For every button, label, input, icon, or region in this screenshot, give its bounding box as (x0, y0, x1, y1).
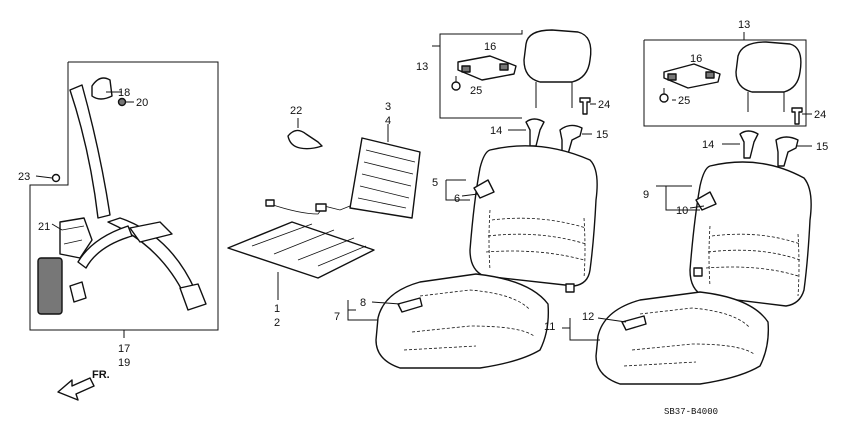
buckle-part (129, 221, 173, 243)
callout-14b: 14 (702, 139, 714, 151)
callout-18: 18 (118, 87, 130, 99)
headrest-part (523, 29, 592, 83)
shoulder-anchor-part (91, 77, 113, 100)
callout-23: 23 (18, 171, 30, 183)
callout-19: 19 (118, 357, 130, 369)
headrest-guide-right-part-2 (775, 136, 799, 167)
callout-11: 11 (544, 321, 555, 333)
callout-13: 13 (416, 61, 428, 73)
front-direction-label: FR. (92, 369, 110, 381)
callout-16: 16 (484, 41, 496, 53)
grommet-part-2 (659, 93, 669, 103)
bolt-part (51, 173, 61, 183)
seat-back-part (469, 145, 598, 287)
callout-24b: 24 (814, 109, 826, 121)
harness-clip-part (287, 129, 323, 150)
seat-left-assembly (347, 29, 598, 369)
callout-25b: 25 (678, 95, 690, 107)
callout-9: 9 (643, 189, 649, 201)
callout-labels: 1 2 3 4 5 6 7 8 9 10 11 12 13 13 14 14 1… (18, 19, 828, 369)
callout-15b: 15 (816, 141, 828, 153)
callout-20: 20 (136, 97, 148, 109)
retractor-part (59, 217, 93, 259)
callout-15: 15 (596, 129, 608, 141)
seat-cushion-part-2 (595, 291, 770, 385)
headrest-guide-left-part (525, 118, 545, 147)
seat-back-part-2 (689, 161, 812, 307)
grommet-part (451, 81, 461, 91)
callout-7: 7 (334, 311, 340, 323)
seat-heater-group (227, 118, 421, 300)
headrest-guide-left-part-2 (739, 130, 759, 159)
diagram-code: SB37-B4000 (664, 407, 718, 417)
seat-right-assembly (562, 32, 812, 385)
callout-14: 14 (490, 125, 502, 137)
anchor-nut-part (117, 97, 127, 107)
callout-17: 17 (118, 343, 130, 355)
seat-heater-pad-part (227, 221, 375, 279)
callout-13b: 13 (738, 19, 750, 31)
callout-6: 6 (454, 193, 460, 205)
headrest-part-2 (735, 41, 802, 93)
headrest-guide-part-2 (663, 63, 721, 89)
callout-25: 25 (470, 85, 482, 97)
headrest-guide-part (457, 55, 517, 81)
callout-4: 4 (385, 115, 391, 127)
callout-5: 5 (432, 177, 438, 189)
headrest-guide-right-part (559, 124, 583, 155)
front-direction-arrow: FR. (57, 369, 110, 401)
callout-8: 8 (360, 297, 366, 309)
callout-21: 21 (38, 221, 50, 233)
retractor-cover-part (37, 257, 63, 315)
seat-belt-assembly (29, 61, 219, 338)
callout-24: 24 (598, 99, 610, 111)
callout-22: 22 (290, 105, 302, 117)
callout-16b: 16 (690, 53, 702, 65)
callout-1: 1 (274, 303, 280, 315)
callout-10: 10 (676, 205, 688, 217)
callout-3: 3 (385, 101, 391, 113)
back-heater-pad-part (349, 137, 421, 219)
callout-12: 12 (582, 311, 594, 323)
callout-2: 2 (274, 317, 280, 329)
seat-cushion-part (375, 273, 550, 369)
